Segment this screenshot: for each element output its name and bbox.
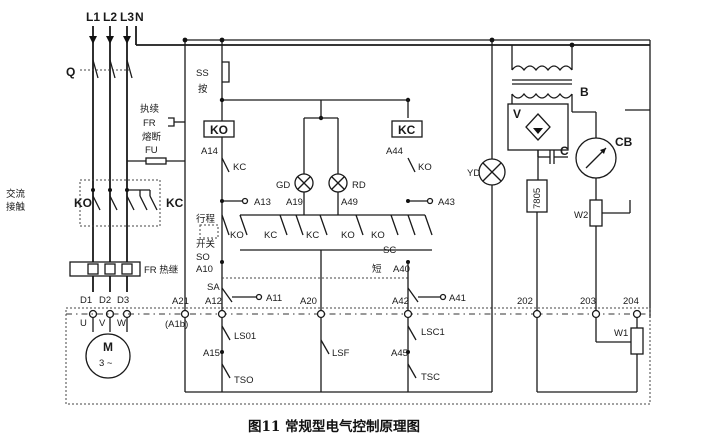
label-fu: FU [145,145,158,156]
label-m: M [103,340,113,354]
figure-caption: 图11 常规型电气控制原理图 [248,418,420,435]
ko-coil [203,120,235,138]
label-tsc: TSC [421,372,440,383]
label-jiaoliu: 交流 [6,188,26,200]
label-a19: A19 [286,197,303,208]
label-yd: YD [467,168,480,179]
label-a45: A45 [391,348,408,359]
label-rd: RD [352,180,366,191]
label-v: V [513,107,521,121]
label-kc-s2: KC [306,230,319,241]
lamp-rd [328,173,348,193]
label-kc-main: KC [166,196,184,210]
label-gd: GD [276,180,290,191]
label-u: U [80,318,87,329]
label-a49: A49 [341,197,358,208]
label-a42: A42 [392,296,409,307]
label-kaiguan: 开关 [196,238,216,250]
label-a40: A40 [393,264,410,275]
label-sa: SA [207,282,220,293]
label-a1b: (A1b) [165,319,188,330]
label-a41: A41 [449,293,466,304]
label-d1: D1 [80,295,92,306]
label-fr-rj: FR 热继 [144,264,179,276]
kc-coil [391,120,423,138]
label-a13: A13 [254,197,271,208]
label-vv: V [99,318,106,329]
label-kc-s1: KC [264,230,277,241]
rectifier-v [507,103,569,151]
label-a10: A10 [196,264,213,275]
label-w1: W1 [614,328,628,339]
fr-contact [168,117,175,127]
motor-m [85,333,131,379]
label-ko-c: KO [418,162,432,173]
label-q: Q [66,65,75,79]
label-a12: A12 [205,296,222,307]
label-d3: D3 [117,295,129,306]
label-b: B [580,85,589,99]
pot-w2 [589,199,603,227]
label-rongduan: 熔断 [142,131,162,143]
label-203: 203 [580,296,596,307]
label-ko-s1: KO [230,230,244,241]
label-zhixu: 执续 [140,103,160,115]
label-202: 202 [517,296,533,307]
label-so: SO [196,252,210,263]
fr-thermal-relay [69,261,141,277]
label-n: N [135,10,144,24]
pot-w1 [630,327,644,355]
label-ss: SS [196,68,209,79]
label-ko-s2: KO [341,230,355,241]
transformer-primary [511,65,573,72]
label-a44: A44 [386,146,403,157]
transformer-secondary [511,92,573,99]
label-a20: A20 [300,296,317,307]
main-contactors [79,179,161,227]
label-jiechu: 接触 [6,201,26,213]
label-w: W [117,318,126,329]
label-xingcheng: 行程 [196,213,216,225]
label-c: C [560,144,569,158]
label-d2: D2 [99,295,111,306]
label-a21: A21 [172,296,189,307]
label-m3: 3 ~ [99,358,113,369]
label-kc-coil: KC [398,123,416,137]
label-fr: FR [143,118,156,129]
fuse-fu [145,157,167,165]
label-ko-s3: KO [371,230,385,241]
label-cb: CB [615,135,633,149]
label-a14: A14 [201,146,218,157]
lamp-yd [478,158,506,186]
label-lsc1: LSC1 [421,327,445,338]
label-a15: A15 [203,348,220,359]
ss-button [222,61,230,83]
field-devices-box [65,307,651,405]
q-breaker [80,59,133,79]
label-duan: 短 [372,263,382,275]
label-l2: L2 [103,10,117,24]
label-lso1: LS01 [234,331,256,342]
label-w2: W2 [574,210,588,221]
label-reg: 7805 [532,188,543,209]
label-l3: L3 [120,10,134,24]
label-ko-main: KO [74,196,92,210]
label-204: 204 [623,296,639,307]
interlock-switches [221,214,433,251]
label-lsf: LSF [332,348,350,359]
label-an: 按 [198,83,208,95]
label-l1: L1 [86,10,100,24]
label-kc-c: KC [233,162,246,173]
limit-switches [180,309,492,393]
label-a11: A11 [266,293,282,304]
label-ko-coil: KO [210,123,228,137]
lamp-gd [294,173,314,193]
label-a43: A43 [438,197,455,208]
label-tso: TSO [234,375,254,386]
